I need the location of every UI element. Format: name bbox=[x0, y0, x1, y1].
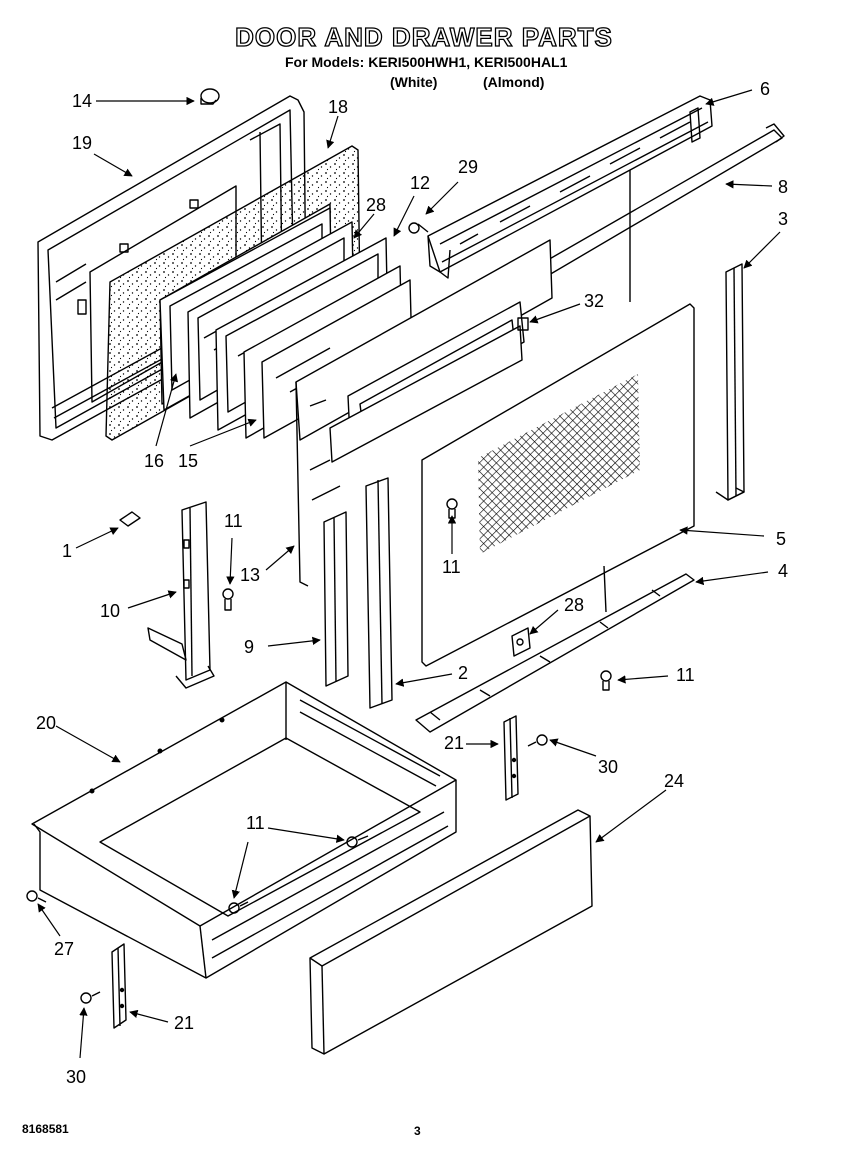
outer-door-panel bbox=[421, 170, 695, 667]
callout-13: 13 bbox=[240, 565, 261, 585]
callout-30-left: 30 bbox=[66, 1067, 87, 1087]
drawer-front-panel bbox=[309, 809, 593, 1055]
callout-19: 19 bbox=[72, 133, 93, 153]
callout-4: 4 bbox=[778, 561, 789, 581]
variant-white: (White) bbox=[390, 74, 438, 90]
callout-3: 3 bbox=[778, 209, 789, 229]
callout-16: 16 bbox=[144, 451, 165, 471]
document-number: 8168581 bbox=[22, 1122, 69, 1136]
callout-11-hinge: 11 bbox=[224, 511, 243, 531]
callout-10: 10 bbox=[100, 601, 121, 621]
page-number: 3 bbox=[414, 1124, 421, 1138]
screw-30-left bbox=[80, 991, 101, 1004]
vent-channel-right bbox=[365, 477, 393, 709]
callout-1: 1 bbox=[62, 541, 73, 561]
callout-28-upper: 28 bbox=[366, 195, 387, 215]
callout-18: 18 bbox=[328, 97, 349, 117]
callout-32: 32 bbox=[584, 291, 605, 311]
callout-5: 5 bbox=[776, 529, 787, 549]
variant-almond: (Almond) bbox=[483, 74, 545, 90]
screw-11-trim bbox=[600, 670, 612, 691]
storage-drawer bbox=[31, 681, 457, 979]
callout-29: 29 bbox=[458, 157, 479, 177]
left-door-hinge bbox=[147, 501, 215, 689]
models-line: For Models: KERI500HWH1, KERI500HAL1 bbox=[285, 54, 568, 70]
callout-15: 15 bbox=[178, 451, 199, 471]
callout-12: 12 bbox=[410, 173, 431, 193]
screw-11-hinge bbox=[222, 588, 234, 611]
side-trim bbox=[715, 263, 745, 501]
door-baffle bbox=[295, 239, 553, 587]
callout-21-left: 21 bbox=[174, 1013, 195, 1033]
clip-1 bbox=[119, 511, 141, 527]
control-panel-trim bbox=[427, 95, 713, 279]
bottom-door-trim bbox=[415, 573, 695, 733]
callout-6: 6 bbox=[760, 79, 771, 99]
callout-24: 24 bbox=[664, 771, 685, 791]
callout-9: 9 bbox=[244, 637, 255, 657]
callout-11-drawer: 11 bbox=[246, 813, 265, 833]
vent-channel-left bbox=[323, 511, 349, 687]
page-title: DOOR AND DRAWER PARTS bbox=[234, 21, 613, 52]
door-bumper-part bbox=[200, 88, 220, 105]
callout-11-door: 11 bbox=[442, 557, 461, 577]
drawer-slide-bracket-left bbox=[111, 943, 127, 1029]
callout-14: 14 bbox=[72, 91, 93, 111]
drawer-slide-bracket-right bbox=[503, 715, 519, 801]
callout-27: 27 bbox=[54, 939, 75, 959]
callout-21-right: 21 bbox=[444, 733, 465, 753]
callout-11-trim: 11 bbox=[676, 665, 695, 685]
callout-2: 2 bbox=[458, 663, 469, 683]
callout-28-lower: 28 bbox=[564, 595, 585, 615]
door-latch-bracket bbox=[511, 627, 531, 657]
screw-27 bbox=[26, 890, 47, 903]
callout-8: 8 bbox=[778, 177, 789, 197]
callout-30-right: 30 bbox=[598, 757, 619, 777]
screw-11-drawer-a bbox=[346, 835, 369, 848]
screw-11-drawer-b bbox=[228, 901, 249, 914]
callout-leaders bbox=[37, 89, 781, 1059]
callout-20: 20 bbox=[36, 713, 57, 733]
screw-30-right bbox=[527, 734, 548, 747]
screw-29 bbox=[408, 222, 429, 234]
clip-32 bbox=[517, 317, 529, 331]
